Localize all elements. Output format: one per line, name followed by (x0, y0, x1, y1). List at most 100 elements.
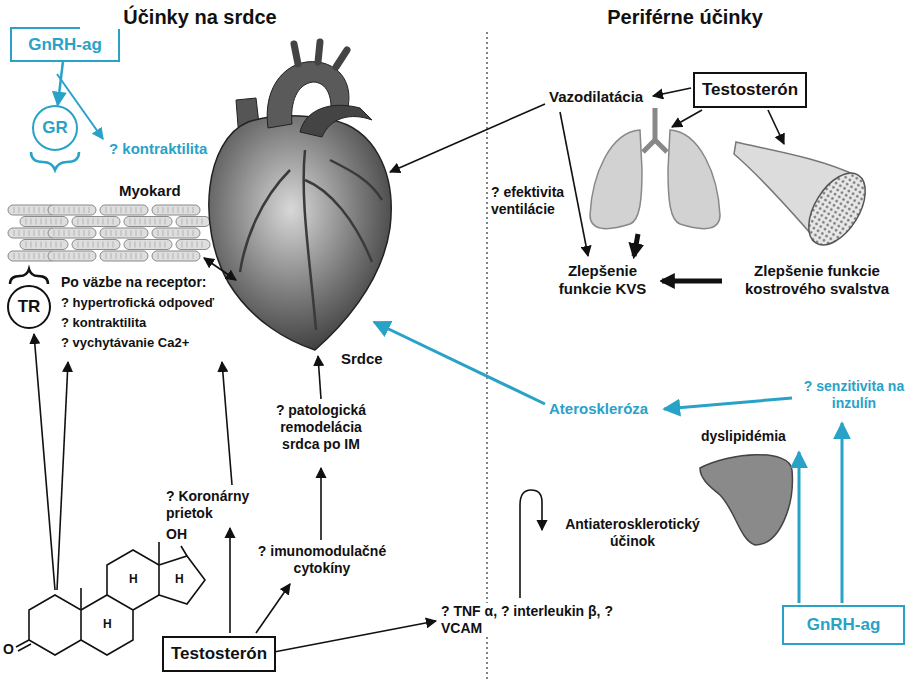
striation (59, 207, 60, 213)
effect-text: ? kontraktilita (60, 315, 147, 331)
striation (158, 230, 159, 236)
striation (131, 207, 132, 213)
striation (54, 230, 55, 236)
striation (135, 219, 136, 225)
striation (56, 242, 57, 248)
striation (39, 253, 40, 259)
striation (54, 253, 55, 259)
striation (14, 207, 15, 213)
striation (24, 207, 25, 213)
striation (34, 207, 35, 213)
muscle-cell (176, 240, 210, 250)
receptor-bracket (10, 269, 48, 284)
striation (59, 230, 60, 236)
striation (192, 219, 193, 225)
drug-box: GnRH-ag (10, 27, 120, 62)
striation (158, 253, 159, 259)
striation (69, 207, 70, 213)
striation (44, 207, 45, 213)
striation (103, 242, 104, 248)
striation (36, 219, 37, 225)
striation (98, 242, 99, 248)
hormone-box: Testosterón (162, 636, 276, 672)
striation (113, 242, 114, 248)
striation (89, 230, 90, 236)
striation (188, 230, 189, 236)
striation (183, 207, 184, 213)
striation (141, 230, 142, 236)
striation (44, 230, 45, 236)
striation (136, 253, 137, 259)
striation (46, 219, 47, 225)
striation (126, 230, 127, 236)
connector-arrow (58, 62, 63, 105)
effect-text: ? patologická remodelácia srdca po IM (262, 402, 380, 452)
striation (34, 230, 35, 236)
striation (93, 219, 94, 225)
myocardium-picture (8, 205, 210, 261)
striation (192, 242, 193, 248)
striation (83, 219, 84, 225)
muscle-cell (152, 228, 200, 238)
part-name: Myokard (118, 182, 182, 200)
striation (29, 230, 30, 236)
node-text: GnRH-ag (28, 35, 102, 55)
node-text: GnRH-ag (807, 615, 881, 635)
muscle-cell (48, 205, 96, 215)
striation (74, 230, 75, 236)
striation (135, 242, 136, 248)
striation (46, 242, 47, 248)
striation (29, 253, 30, 259)
effect-text: Vazodilatácia (548, 88, 644, 106)
muscle-cell (152, 205, 200, 215)
striation (163, 253, 164, 259)
muscle-cell (176, 217, 210, 227)
striation (160, 219, 161, 225)
striation (69, 253, 70, 259)
chemical-group: OH (165, 526, 188, 543)
striation (61, 242, 62, 248)
striation (193, 230, 194, 236)
striation (41, 219, 42, 225)
striation (31, 219, 32, 225)
striation (111, 253, 112, 259)
striation (136, 230, 137, 236)
striation (168, 253, 169, 259)
striation (29, 207, 30, 213)
atom-label: O (2, 641, 15, 658)
striation (116, 253, 117, 259)
striation (141, 207, 142, 213)
effect-arrow (34, 88, 784, 652)
striation (155, 242, 156, 248)
striation (26, 242, 27, 248)
muscle-cell (152, 251, 200, 261)
receptor-circle: GR (32, 105, 78, 151)
striation (54, 207, 55, 213)
striation (141, 253, 142, 259)
striation (39, 230, 40, 236)
striation (84, 207, 85, 213)
drug-box: GnRH-ag (782, 605, 905, 645)
striation (193, 253, 194, 259)
striation (108, 242, 109, 248)
striation (116, 230, 117, 236)
striation (182, 242, 183, 248)
striation (183, 230, 184, 236)
striation (39, 207, 40, 213)
striation (113, 219, 114, 225)
outcome-text: Zlepšenie funkcie KVS (545, 262, 660, 298)
striation (88, 242, 89, 248)
effect-text: Ateroskleróza (548, 400, 649, 418)
striation (108, 219, 109, 225)
muscle-cell (20, 217, 68, 227)
striation (178, 207, 179, 213)
striation (150, 242, 151, 248)
striation (130, 242, 131, 248)
striation (89, 253, 90, 259)
striation (155, 219, 156, 225)
striation (140, 242, 141, 248)
striation (131, 253, 132, 259)
effect-text: ? TNF α, ? interleukin β, ? VCAM (440, 603, 640, 637)
striation (178, 253, 179, 259)
striation (14, 230, 15, 236)
